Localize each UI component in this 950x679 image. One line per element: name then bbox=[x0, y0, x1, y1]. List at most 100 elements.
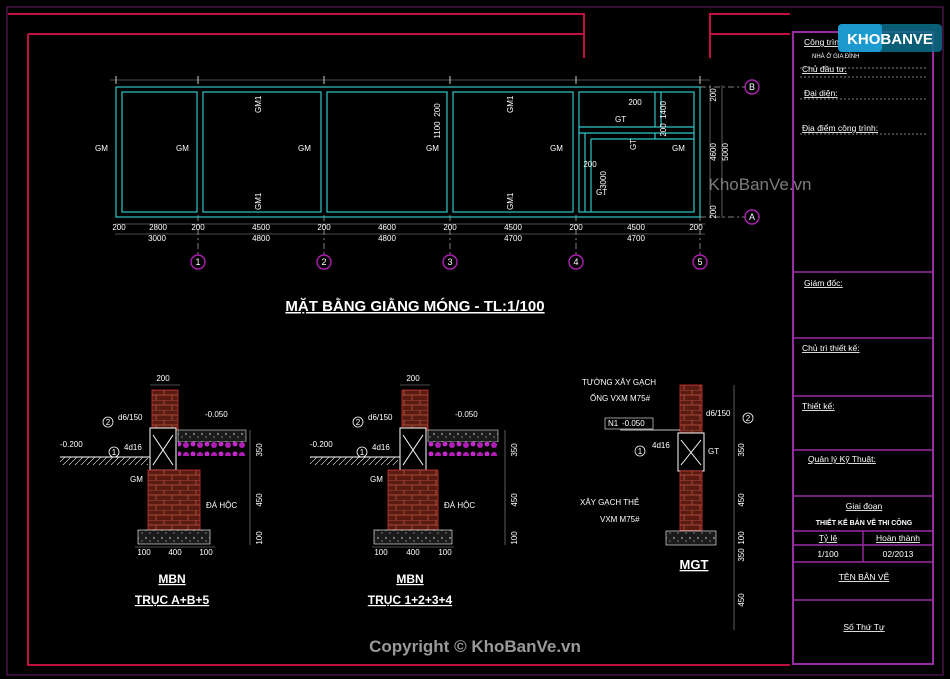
tb-dai-dien: Đại diện: bbox=[804, 88, 838, 98]
beam-label-gm1: GM1 bbox=[254, 95, 263, 113]
beam-label-gm1: GM1 bbox=[506, 192, 515, 210]
dim-text: 4500 bbox=[252, 223, 270, 232]
drawing-frame bbox=[6, 6, 944, 676]
dim-text: 350 bbox=[510, 443, 519, 457]
elevation-label: -0.050 bbox=[622, 419, 645, 428]
dim-text: 200 bbox=[709, 205, 718, 219]
elevation-label: -0.200 bbox=[60, 440, 83, 449]
axis-label-a: A bbox=[749, 212, 755, 222]
dim-text: 1400 bbox=[659, 101, 668, 119]
dim-text: 200 bbox=[406, 374, 420, 383]
stone-label: ĐÁ HỘC bbox=[444, 501, 475, 510]
tb-giam-doc: Giám đốc: bbox=[804, 278, 843, 288]
dim-text: 200 bbox=[156, 374, 170, 383]
logo-text: KHOBANVE bbox=[847, 31, 933, 48]
dim-text: 4700 bbox=[627, 234, 645, 243]
dim-text: 200 bbox=[433, 103, 442, 117]
dim-text: 4500 bbox=[627, 223, 645, 232]
rebar-label: 4d16 bbox=[652, 441, 670, 450]
tb-giai-doan: Giai đoạn bbox=[846, 501, 883, 511]
detail-title: MBN bbox=[396, 572, 423, 586]
dim-text: 200 bbox=[112, 223, 126, 232]
dim-text: 100 bbox=[137, 548, 151, 557]
dim-text: 200 bbox=[628, 98, 642, 107]
tb-ty-le: Tỷ lệ bbox=[819, 533, 838, 543]
watermark-site: KhoBanVe.vn bbox=[708, 175, 811, 194]
beam-label: GT bbox=[708, 447, 719, 456]
rebar-label: 4d16 bbox=[124, 443, 142, 452]
dim-text: 200 bbox=[191, 223, 205, 232]
tb-ten-ban-ve: TÊN BẢN VẼ bbox=[839, 571, 890, 582]
title-block: Công trình: NHÀ Ở GIA ĐÌNH Chủ đầu tư: Đ… bbox=[793, 37, 933, 632]
plan-title: MẶT BẰNG GIẰNG MÓNG - TL:1/100 bbox=[285, 297, 544, 315]
copyright: Copyright © KhoBanVe.vn bbox=[369, 637, 581, 656]
dim-text: 350 bbox=[737, 443, 746, 457]
dim-text: 200 bbox=[443, 223, 457, 232]
beam-label: GM bbox=[176, 144, 189, 153]
dim-text: 400 bbox=[168, 548, 182, 557]
rebar-label: d6/150 bbox=[706, 409, 731, 418]
elevation-label: -0.050 bbox=[205, 410, 228, 419]
level-tag: N1 bbox=[608, 419, 619, 428]
dim-text: 3000 bbox=[599, 171, 608, 189]
dim-text: 4700 bbox=[504, 234, 522, 243]
dim-text: 200 bbox=[583, 160, 597, 169]
dim-text: 350 bbox=[737, 548, 746, 562]
beam-label: GT bbox=[596, 188, 607, 197]
mortar-note: VXM M75# bbox=[600, 515, 640, 524]
beam-label: GT bbox=[615, 115, 626, 124]
watermark-logo: KHOBANVE bbox=[838, 24, 942, 52]
mortar-note: ỐNG VXM M75# bbox=[590, 393, 651, 403]
dim-text: 200 bbox=[569, 223, 583, 232]
dim-text: 350 bbox=[255, 443, 264, 457]
beam-label: GM bbox=[426, 144, 439, 153]
tb-cong-trinh: Công trình: bbox=[804, 37, 846, 47]
tb-chu-tri: Chủ trì thiết kế: bbox=[802, 343, 860, 353]
rebar-label: 4d16 bbox=[372, 443, 390, 452]
dim-text: 4600 bbox=[709, 143, 718, 161]
tb-chu-dau-tu: Chủ đầu tư: bbox=[802, 64, 847, 74]
tb-dia-diem: Địa điểm công trình: bbox=[802, 123, 878, 133]
detail-title: MBN bbox=[158, 572, 185, 586]
dim-text: 3000 bbox=[148, 234, 166, 243]
beam-label: GM bbox=[130, 475, 143, 484]
elevation-label: -0.050 bbox=[455, 410, 478, 419]
rebar-label: d6/150 bbox=[118, 413, 143, 422]
detail-title: MGT bbox=[680, 557, 709, 572]
dim-text: 100 bbox=[255, 531, 264, 545]
dim-text: 1100 bbox=[433, 121, 442, 139]
axis-label-3: 3 bbox=[447, 257, 452, 267]
wall-note: TƯỜNG XÂY GẠCH bbox=[582, 378, 656, 387]
tb-ty-le-value: 1/100 bbox=[817, 549, 839, 559]
dim-text: 4600 bbox=[378, 223, 396, 232]
axis-label-5: 5 bbox=[697, 257, 702, 267]
dim-text: 5000 bbox=[721, 143, 730, 161]
beam-label-gm1: GM1 bbox=[506, 95, 515, 113]
dim-text: 450 bbox=[255, 493, 264, 507]
dim-text: 450 bbox=[510, 493, 519, 507]
tb-project: NHÀ Ở GIA ĐÌNH bbox=[812, 53, 859, 60]
beam-label: GM bbox=[95, 144, 108, 153]
marker: 1 bbox=[112, 448, 117, 457]
dim-text: 100 bbox=[510, 531, 519, 545]
dim-text: 200 bbox=[659, 123, 668, 137]
dim-text: 100 bbox=[438, 548, 452, 557]
marker: 2 bbox=[106, 418, 111, 427]
marker: 1 bbox=[360, 448, 365, 457]
tb-thiet-ke: Thiết kế: bbox=[802, 401, 835, 411]
detail-subtitle: TRỤC 1+2+3+4 bbox=[368, 593, 453, 607]
detail-mgt: N1 -0.050 TƯỜNG XÂY GẠCH ỐNG VXM M75# d6… bbox=[580, 378, 754, 630]
detail-mbn-a-b-5: 200 -0.200 -0.050 d6/150 4d16 2 1 GM ĐÁ … bbox=[60, 374, 264, 607]
tb-giai-doan-value: THIẾT KẾ BẢN VẼ THI CÔNG bbox=[816, 517, 913, 527]
rebar-label: d6/150 bbox=[368, 413, 393, 422]
beam-label-gm1: GM1 bbox=[254, 192, 263, 210]
dim-text: 450 bbox=[737, 493, 746, 507]
tb-hoan-thanh-value: 02/2013 bbox=[883, 549, 914, 559]
detail-mbn-1-2-3-4: 200 -0.200 -0.050 d6/150 4d16 2 1 GM ĐÁ … bbox=[310, 374, 519, 607]
beam-label: GM bbox=[550, 144, 563, 153]
tb-hoan-thanh: Hoàn thành bbox=[876, 533, 920, 543]
axis-label-2: 2 bbox=[321, 257, 326, 267]
dim-text: 4800 bbox=[378, 234, 396, 243]
axis-label-1: 1 bbox=[195, 257, 200, 267]
dim-text: 200 bbox=[689, 223, 703, 232]
